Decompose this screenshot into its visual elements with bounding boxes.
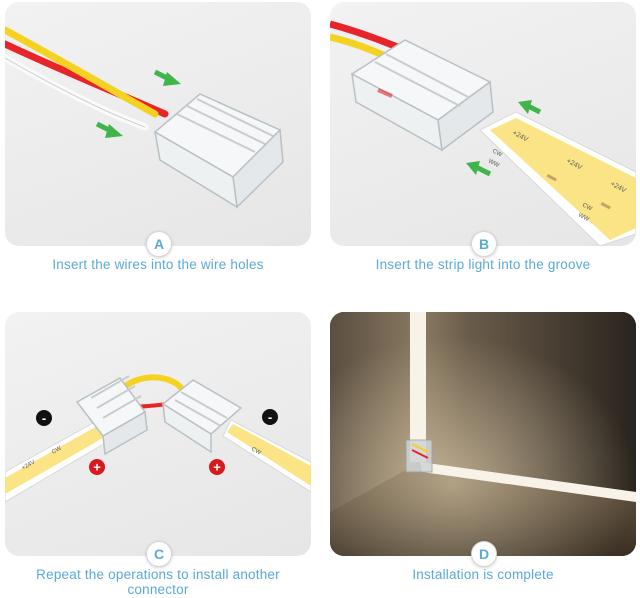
connector-clear	[350, 39, 494, 152]
step-d-caption: Installation is complete	[412, 567, 554, 582]
svg-text:+: +	[213, 460, 221, 475]
step-a-panel	[5, 2, 311, 246]
green-arrow-icon	[518, 100, 542, 115]
white-wire-outline	[5, 57, 146, 128]
step-b-badge: B	[471, 231, 497, 257]
connector-clear-left	[75, 375, 148, 456]
strip-cw-label: CW	[491, 148, 503, 158]
step-a-illustration	[5, 26, 284, 209]
step-b-caption: Insert the strip light into the groove	[375, 257, 591, 272]
green-arrow-icon	[95, 121, 123, 138]
strip-ww-label: WW	[487, 158, 500, 169]
step-d-photo	[330, 312, 636, 556]
connector-side	[102, 410, 148, 456]
negative-terminal-icon: -	[262, 409, 278, 425]
step-a-badge: A	[146, 231, 172, 257]
yellow-wire	[5, 26, 159, 118]
step-b-illustration: +24V +24V +24V CW WW CW WW	[330, 20, 636, 246]
led-strip-right: CW	[222, 419, 311, 493]
step-c-illustration: +24V CW CW - +	[5, 374, 311, 503]
step-c-panel: +24V CW CW - +	[5, 312, 311, 556]
step-d-badge: D	[471, 541, 497, 567]
strip-cob-light	[5, 426, 103, 494]
strip-cw-label: CW	[250, 446, 262, 456]
strip-cob-light	[490, 118, 636, 240]
svg-text:+: +	[93, 460, 101, 475]
connector-side	[437, 80, 494, 152]
step-d-panel	[330, 312, 636, 556]
strip-cob-light	[227, 424, 311, 486]
corner-connector	[405, 439, 433, 473]
negative-terminal-icon: -	[36, 410, 52, 426]
step-c-badge: C	[146, 541, 172, 567]
vertical-strip	[410, 312, 426, 462]
positive-terminal-icon: +	[89, 459, 105, 475]
led-strip: +24V +24V +24V CW WW CW WW	[479, 111, 636, 246]
connector-clear-right	[161, 379, 243, 454]
step-b-panel: +24V +24V +24V CW WW CW WW	[330, 2, 636, 246]
horizontal-strip	[420, 462, 636, 502]
light-glow	[330, 312, 636, 556]
wire-bundle	[5, 26, 169, 131]
green-arrow-icon	[466, 161, 492, 177]
green-arrow-icon	[153, 69, 181, 86]
connector-front	[153, 130, 238, 209]
step-c-caption: Repeat the operations to install another…	[36, 567, 280, 597]
positive-terminal-icon: +	[209, 459, 225, 475]
connector-clear	[153, 93, 284, 209]
svg-text:-: -	[268, 410, 272, 425]
connector-front	[162, 402, 212, 454]
svg-text:-: -	[42, 411, 46, 426]
strip-cw-label: CW	[581, 202, 593, 212]
strip-cw-label: CW	[51, 445, 63, 455]
strip-ww-label: WW	[577, 212, 590, 223]
led-strip-left: +24V CW	[5, 421, 108, 503]
step-a-caption: Insert the wires into the wire holes	[52, 257, 264, 272]
